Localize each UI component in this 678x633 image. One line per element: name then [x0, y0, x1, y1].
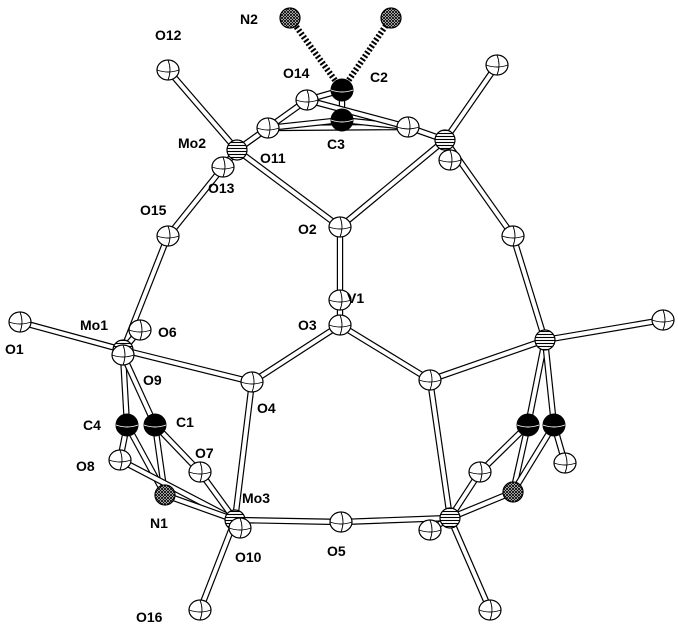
label-o4: O4 [257, 400, 276, 416]
atom-OBd [418, 519, 442, 541]
bond-O2-V1 [336, 226, 344, 301]
bond-O3-O4 [249, 321, 343, 386]
atom-OTr [485, 54, 509, 76]
atom-O1 [8, 311, 32, 333]
label-o14: O14 [283, 65, 310, 81]
atom-Mo2 [226, 139, 248, 161]
atom-MoR [534, 329, 556, 351]
bond-MoR-ORx [428, 336, 547, 384]
atom-MoT [434, 129, 456, 151]
atom-O10 [228, 517, 252, 539]
label-o3: O3 [298, 317, 317, 333]
bond-MoB-OBu [446, 516, 494, 612]
atom-O5 [329, 511, 353, 533]
atom-C4 [115, 413, 139, 437]
atom-O4 [240, 371, 264, 393]
label-mo3: Mo3 [242, 490, 270, 506]
bond-O3-ORx [337, 321, 433, 384]
label-o15: O15 [140, 202, 167, 218]
atom-O11 [256, 117, 280, 139]
atom-C2 [330, 78, 354, 102]
atom-OTu [438, 149, 462, 171]
atom-ORx [418, 369, 442, 391]
label-n1: N1 [150, 515, 168, 531]
dashed-bond-C2-N2 [287, 16, 345, 92]
atom-NU [380, 7, 402, 29]
label-mo2: Mo2 [178, 135, 206, 151]
bond-Mo1-O1 [18, 318, 125, 354]
atom-O14 [295, 89, 319, 111]
bond-Mo1-O4 [121, 346, 254, 386]
atom-C1 [143, 413, 167, 437]
atom-V1 [328, 289, 352, 311]
bond-MoT-OTr [442, 62, 500, 143]
label-o1: O1 [5, 341, 24, 357]
atom-layer [8, 7, 675, 621]
label-o7: O7 [195, 445, 214, 461]
label-n2: N2 [240, 11, 258, 27]
atom-NR [502, 481, 524, 503]
atom-OBr [468, 461, 492, 483]
label-o6: O6 [158, 324, 177, 340]
bond-Mo3-O5 [234, 516, 342, 526]
atom-O2 [328, 216, 352, 238]
atom-CR2 [542, 413, 566, 437]
dashed-bond-C2-NU [339, 16, 394, 92]
atom-ORm [501, 225, 525, 247]
atom-O15 [156, 225, 180, 247]
label-o13: O13 [208, 180, 235, 196]
atom-O13 [211, 156, 235, 178]
label-o2: O2 [298, 221, 317, 237]
bond-MoT-O2 [337, 137, 448, 230]
bond-MoR-CR2 [541, 339, 558, 426]
atom-O6 [128, 319, 152, 341]
label-o12: O12 [155, 27, 182, 43]
atom-N1 [154, 484, 176, 506]
bond-MoB-ORx [426, 378, 454, 520]
bond-MoR-ORo [543, 316, 665, 344]
atom-O12 [156, 59, 180, 81]
atom-OBs [553, 452, 577, 474]
atom-O8 [108, 449, 132, 471]
label-c4: C4 [83, 417, 101, 433]
label-o16: O16 [136, 609, 163, 625]
atom-OBu [478, 599, 502, 621]
label-o9: O9 [143, 372, 162, 388]
atom-CR1 [516, 413, 540, 437]
atom-ORo [651, 309, 675, 331]
label-v1: V1 [347, 290, 364, 306]
label-o11: O11 [260, 150, 286, 166]
atom-MoB [439, 507, 461, 529]
label-c3: C3 [327, 136, 345, 152]
label-o5: O5 [327, 543, 346, 559]
atom-C3 [330, 108, 354, 132]
label-o10: O10 [235, 549, 262, 565]
bond-MoR-ORm [509, 234, 549, 342]
atom-N2 [279, 7, 301, 29]
bond-Mo2-O2 [234, 147, 343, 230]
atom-ORt [396, 116, 420, 138]
atom-O7 [188, 461, 212, 483]
atom-O16 [188, 599, 212, 621]
label-mo1: Mo1 [80, 317, 108, 333]
atom-O9 [111, 344, 135, 366]
label-c1: C1 [176, 414, 194, 430]
label-o8: O8 [76, 458, 95, 474]
label-c2: C2 [370, 69, 388, 85]
atom-O3 [328, 314, 352, 336]
